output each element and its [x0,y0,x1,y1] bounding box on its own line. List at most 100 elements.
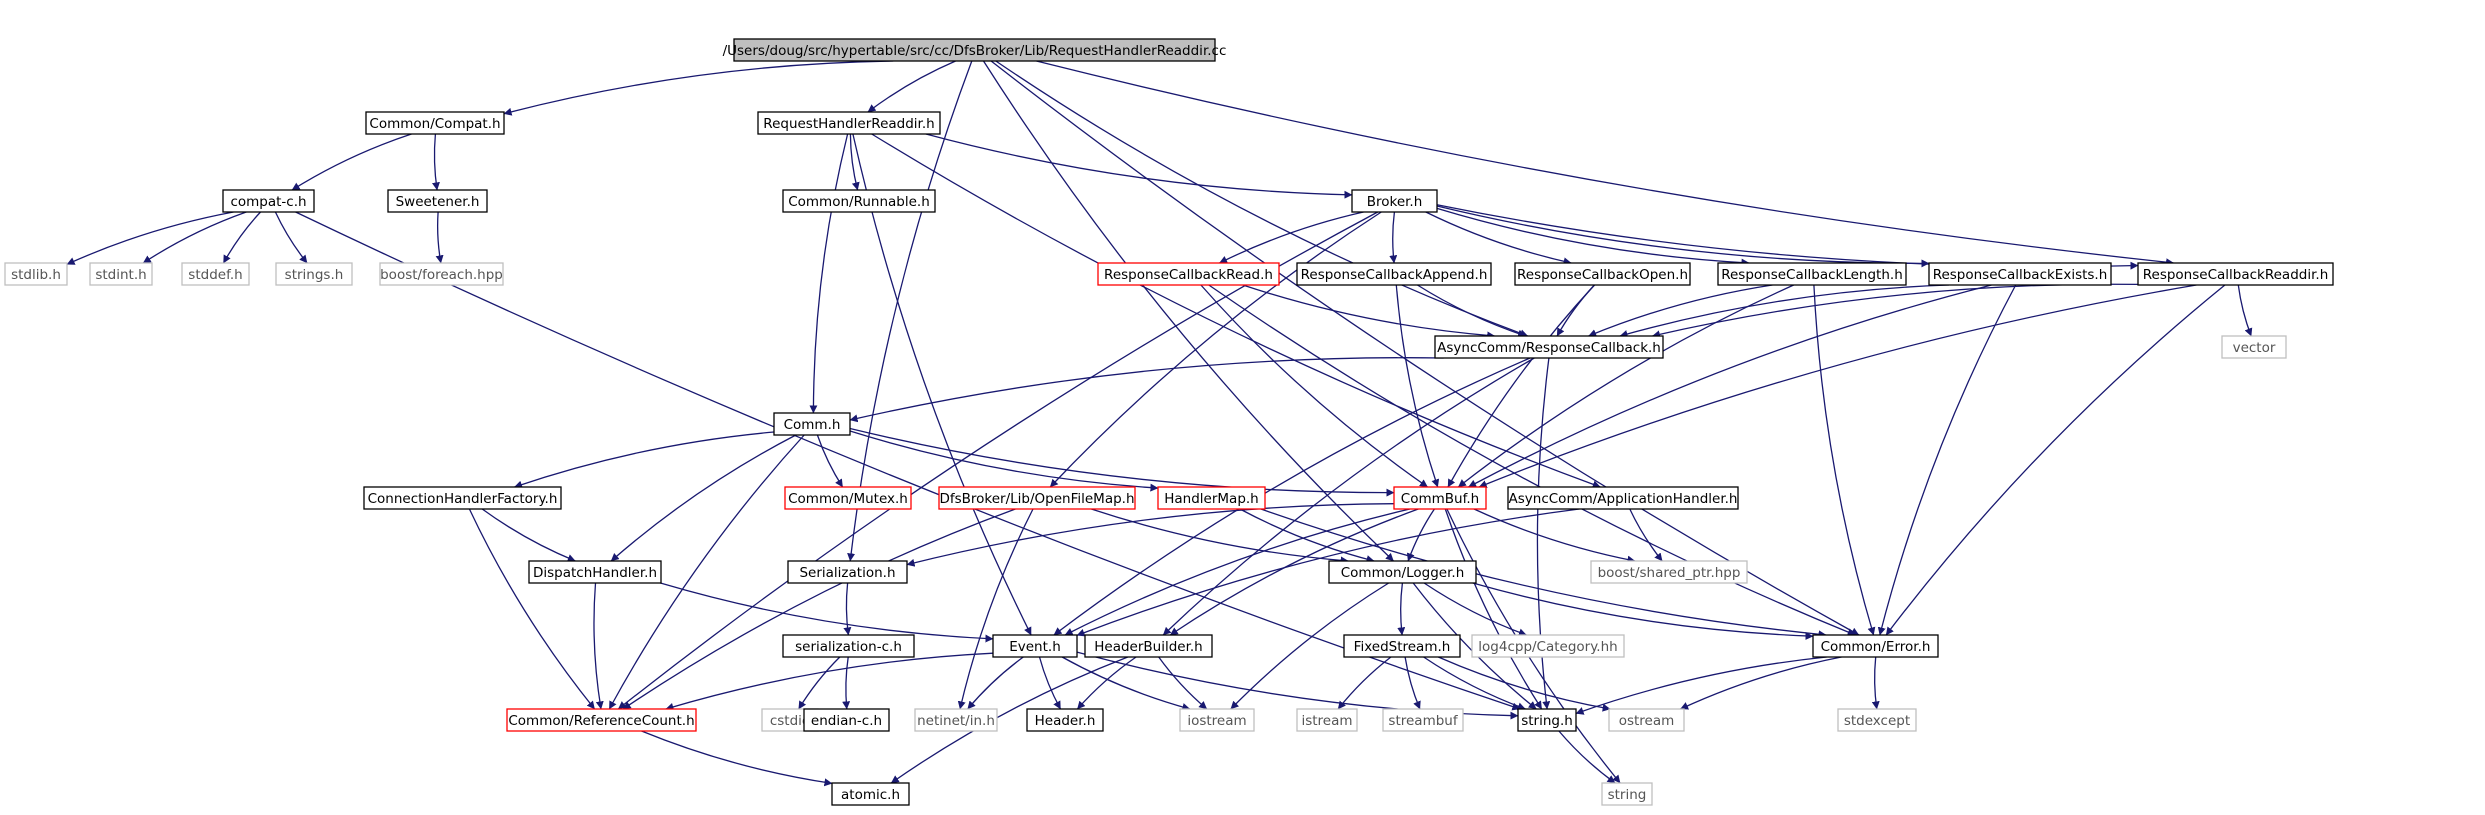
node-log4cpp-label: log4cpp/Category.hh [1478,639,1617,655]
node-event[interactable]: Event.h [992,634,1078,658]
node-serialc[interactable]: serialization-c.h [782,634,915,658]
node-netinet-box [914,708,998,732]
node-stdint-label: stdint.h [95,267,146,283]
node-chf[interactable]: ConnectionHandlerFactory.h [363,486,562,510]
edge-headerbuilder-to-iostream [1158,656,1208,710]
edge-headerbuilder-to-atomic [890,656,1129,784]
edge-handlermap-to-logger [1239,508,1375,563]
node-stdlib-label: stdlib.h [11,267,61,283]
node-compat-label: Common/Compat.h [369,116,500,132]
edge-dispatch-to-refcount [593,582,604,710]
node-rcopen[interactable]: ResponseCallbackOpen.h [1514,262,1691,286]
node-error-box [1812,634,1939,658]
node-log4cpp-box [1471,634,1625,658]
node-rcreaddir-label: ResponseCallbackReaddir.h [2143,267,2329,283]
edge-event-to-iostream [1061,656,1191,711]
node-runnable-label: Common/Runnable.h [788,194,930,210]
edge-rcexists-to-asyncrc [1619,284,1950,338]
node-asyncrc[interactable]: AsyncComm/ResponseCallback.h [1434,335,1664,359]
node-compat[interactable]: Common/Compat.h [365,111,505,135]
edge-event-to-netinet [967,656,1024,710]
node-logger-box [1328,560,1477,584]
node-serial[interactable]: Serialization.h [787,560,908,584]
node-serialc-label: serialization-c.h [795,639,902,655]
node-sweetener-box [387,189,488,213]
node-foreach: boost/foreach.hpp [379,262,504,286]
node-rhr[interactable]: RequestHandlerReaddir.h [757,111,941,135]
node-rcread-box [1097,262,1280,286]
edge-rhr-to-apphandler [871,133,1601,489]
edge-commbuf-to-sharedptr [1473,508,1636,564]
edge-commbuf-to-event [1064,508,1411,636]
edge-broker-to-openfilemap [1049,211,1382,488]
edge-rcread-to-commbuf [1200,284,1428,488]
edge-root-to-asyncrc [995,60,1529,338]
node-logger[interactable]: Common/Logger.h [1328,560,1477,584]
edge-commbuf-to-headerbuilder [1169,508,1419,636]
node-apphandler[interactable]: AsyncComm/ApplicationHandler.h [1507,486,1739,510]
edge-fixedstream-to-string_h [1423,656,1526,711]
node-refcount[interactable]: Common/ReferenceCount.h [506,708,697,732]
node-commbuf[interactable]: CommBuf.h [1393,486,1487,510]
edge-logger-to-error [1472,582,1814,640]
edge-openfilemap-to-refcount [622,508,1016,710]
edge-root-to-rhr [867,60,956,113]
edge-rhr-to-comm [809,133,849,414]
node-sweetener-label: Sweetener.h [396,194,480,210]
edge-string_h-to-string [1558,730,1616,784]
edge-rclength-to-commbuf [1457,284,1794,488]
edge-error-to-string_h [1575,656,1827,715]
node-strings-label: strings.h [285,267,344,283]
node-fixedstream[interactable]: FixedStream.h [1343,634,1461,658]
node-compatc-box [222,189,315,213]
edge-chf-to-refcount [468,508,596,710]
node-rcreaddir[interactable]: ResponseCallbackReaddir.h [2137,262,2334,286]
edge-root-to-compat [503,60,894,116]
node-mutex-box [784,486,912,510]
node-error-label: Common/Error.h [1821,639,1931,655]
node-error[interactable]: Common/Error.h [1812,634,1939,658]
node-rcexists[interactable]: ResponseCallbackExists.h [1928,262,2112,286]
node-rclength[interactable]: ResponseCallbackLength.h [1717,262,1907,286]
node-rcread[interactable]: ResponseCallbackRead.h [1097,262,1280,286]
node-string_h[interactable]: string.h [1517,708,1577,732]
node-rclength-box [1717,262,1907,286]
node-event-box [992,634,1078,658]
node-serial-box [787,560,908,584]
node-stddef: stddef.h [181,262,250,286]
edge-rcopen-to-asyncrc [1556,284,1595,337]
edge-event-to-refcount [665,652,994,711]
node-openfilemap[interactable]: DfsBroker/Lib/OpenFileMap.h [938,486,1136,510]
node-broker[interactable]: Broker.h [1351,189,1438,213]
node-fixedstream-label: FixedStream.h [1354,639,1451,655]
node-sweetener[interactable]: Sweetener.h [387,189,488,213]
node-broker-box [1351,189,1438,213]
node-string_h-box [1517,708,1577,732]
node-string-box [1601,782,1653,806]
node-comm[interactable]: Comm.h [773,412,851,436]
node-headerbuilder[interactable]: HeaderBuilder.h [1084,634,1213,658]
edge-rhr-to-broker [925,133,1353,199]
edge-compatc-to-stddef [222,211,261,264]
edge-rcreaddir-to-commbuf [1478,284,2197,488]
node-endian[interactable]: endian-c.h [803,708,890,732]
edge-compatc-to-string_h [295,211,1521,711]
edge-asyncrc-to-comm [849,357,1444,423]
node-openfilemap-box [938,486,1136,510]
node-header[interactable]: Header.h [1026,708,1104,732]
node-rcappend[interactable]: ResponseCallbackAppend.h [1296,262,1492,286]
node-dispatch[interactable]: DispatchHandler.h [528,560,662,584]
node-vector-label: vector [2233,340,2276,356]
node-cstdio-label: cstdio [770,713,810,729]
edge-comm-to-chf [514,431,775,489]
edge-openfilemap-to-logger [1091,508,1349,565]
node-handlermap[interactable]: HandlerMap.h [1157,486,1266,510]
node-root[interactable]: /Users/doug/src/hypertable/src/cc/DfsBro… [723,38,1227,62]
node-compatc[interactable]: compat-c.h [222,189,315,213]
edge-comm-to-refcount [608,434,805,710]
node-rcopen-box [1514,262,1691,286]
node-mutex[interactable]: Common/Mutex.h [784,486,912,510]
node-atomic[interactable]: atomic.h [831,782,910,806]
node-runnable[interactable]: Common/Runnable.h [782,189,936,213]
edge-rcread-to-error [1208,284,1856,636]
